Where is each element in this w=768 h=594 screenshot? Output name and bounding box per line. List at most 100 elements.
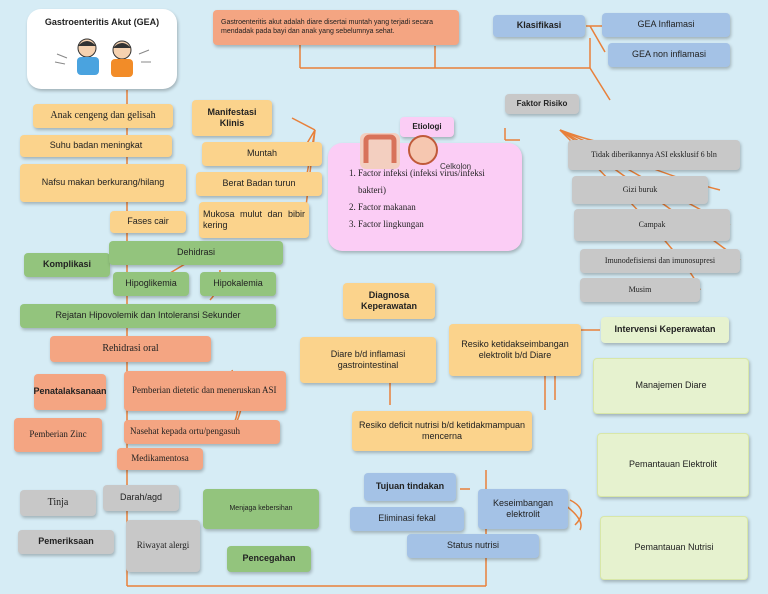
intervensi-node[interactable]: Intervensi Keperawatan <box>601 317 729 343</box>
intervensi-item-label: Pemantauan Elektrolit <box>628 459 718 470</box>
manifestasi-item-label: Nafsu makan berkurang/hilang <box>41 177 165 188</box>
diagnosa-node[interactable]: Diagnosa Keperawatan <box>343 283 435 319</box>
klasifikasi-item[interactable]: GEA non inflamasi <box>608 43 730 67</box>
manifestasi-label: Manifestasi Klinis <box>207 106 257 128</box>
intervensi-item-label: Pemantauan Nutrisi <box>634 542 714 553</box>
klasifikasi-node[interactable]: Klasifikasi <box>493 15 585 37</box>
faktor-risiko-label: Faktor Risiko <box>516 99 568 108</box>
penatalaksanaan-item[interactable]: Rehidrasi oral <box>50 336 211 362</box>
tujuan-node[interactable]: Tujuan tindakan <box>364 473 456 501</box>
manifestasi-item[interactable]: Fases cair <box>110 211 186 233</box>
definition-box: Gastroenteritis akut adalah diare disert… <box>213 10 459 45</box>
manifestasi-item-label: Fases cair <box>127 216 169 227</box>
faktor-risiko-item[interactable]: Tidak diberikannya ASI eksklusif 6 bln <box>568 140 740 170</box>
pemeriksaan-item[interactable]: Darah/agd <box>103 485 179 511</box>
tujuan-item[interactable]: Keseimbangan elektrolit <box>478 489 568 529</box>
manifestasi-item[interactable]: Muntah <box>202 142 322 166</box>
pemeriksaan-item-label: Darah/agd <box>119 492 163 503</box>
manifestasi-item-label: Suhu badan meningkat <box>49 140 143 151</box>
etiologi-item: Factor infeksi (infeksi virus/infeksi ba… <box>358 165 512 199</box>
pencegahan-item[interactable]: Menjaga kebersihan <box>203 489 319 529</box>
faktor-risiko-item-label: Tidak diberikannya ASI eksklusif 6 bln <box>591 150 717 159</box>
penatalaksanaan-node[interactable]: Penatalaksanaan <box>33 374 107 410</box>
manifestasi-item[interactable]: Berat Badan turun <box>196 172 322 196</box>
faktor-risiko-node[interactable]: Faktor Risiko <box>505 94 579 114</box>
intervensi-item-label: Manajemen Diare <box>635 380 707 391</box>
diagnosa-item[interactable]: Resiko deficit nutrisi b/d ketidakmampua… <box>352 411 532 451</box>
faktor-risiko-item-label: Campak <box>638 220 666 229</box>
etiologi-label-box[interactable]: Etiologi <box>400 117 454 137</box>
tujuan-label: Tujuan tindakan <box>375 481 445 492</box>
cell-image <box>408 135 438 165</box>
penatalaksanaan-item[interactable]: Pemberian Zinc <box>14 418 102 452</box>
pencegahan-label: Pencegahan <box>242 553 296 564</box>
penatalaksanaan-item[interactable]: Pemberian dietetic dan meneruskan ASI <box>124 371 286 411</box>
manifestasi-node[interactable]: Manifestasi Klinis <box>192 100 272 136</box>
pemeriksaan-item[interactable]: Tinja <box>20 490 96 516</box>
faktor-risiko-item[interactable]: Gizi buruk <box>572 176 708 204</box>
etiologi-item: Factor makanan <box>358 199 512 216</box>
manifestasi-item[interactable]: Anak cengeng dan gelisah <box>33 104 173 128</box>
diagnosa-item[interactable]: Diare b/d inflamasi gastrointestinal <box>300 337 436 383</box>
manifestasi-item-label: Muntah <box>246 148 278 159</box>
tujuan-item[interactable]: Eliminasi fekal <box>350 507 464 531</box>
tujuan-item-label: Status nutrisi <box>446 540 500 551</box>
colon-image <box>360 133 400 169</box>
title-box: Gastroenteritis Akut (GEA) <box>27 9 177 89</box>
komplikasi-item[interactable]: Rejatan Hipovolemik dan Intoleransi Seku… <box>20 304 276 328</box>
faktor-risiko-item[interactable]: Campak <box>574 209 730 241</box>
penatalaksanaan-label: Penatalaksanaan <box>33 386 107 397</box>
pencegahan-item-label: Menjaga kebersihan <box>229 504 293 512</box>
tujuan-item-label: Keseimbangan elektrolit <box>492 497 554 519</box>
penatalaksanaan-item[interactable]: Medikamentosa <box>117 448 203 470</box>
diagnosa-item-label: Diare b/d inflamasi gastrointestinal <box>330 348 406 370</box>
intervensi-item[interactable]: Pemantauan Nutrisi <box>600 516 748 580</box>
klasifikasi-item[interactable]: GEA Inflamasi <box>602 13 730 37</box>
penatalaksanaan-item-label: Rehidrasi oral <box>102 342 159 354</box>
intervensi-item[interactable]: Pemantauan Elektrolit <box>597 433 749 497</box>
klasifikasi-label: Klasifikasi <box>516 20 562 31</box>
definition-text: Gastroenteritis akut adalah diare disert… <box>221 18 434 35</box>
faktor-risiko-item[interactable]: Imunodefisiensi dan imunosupresi <box>580 249 740 273</box>
penatalaksanaan-item-label: Nasehat kepada ortu/pengasuh <box>130 426 240 437</box>
komplikasi-item[interactable]: Hipoglikemia <box>113 272 189 296</box>
diagnosa-label: Diagnosa Keperawatan <box>360 289 418 311</box>
children-illustration <box>47 34 157 82</box>
pencegahan-node[interactable]: Pencegahan <box>227 546 311 572</box>
manifestasi-item[interactable]: Mukosa mulut dan bibir kering <box>199 202 309 238</box>
komplikasi-item[interactable]: Dehidrasi <box>109 241 283 265</box>
pemeriksaan-item[interactable]: Riwayat alergi <box>126 520 200 572</box>
faktor-risiko-item[interactable]: Musim <box>580 278 700 302</box>
intervensi-item[interactable]: Manajemen Diare <box>593 358 749 414</box>
komplikasi-node[interactable]: Komplikasi <box>24 253 110 277</box>
manifestasi-item-label: Anak cengeng dan gelisah <box>50 109 156 121</box>
etiologi-list: Factor infeksi (infeksi virus/infeksi ba… <box>358 165 512 233</box>
komplikasi-item[interactable]: Hipokalemia <box>200 272 276 296</box>
tujuan-item[interactable]: Status nutrisi <box>407 534 539 558</box>
penatalaksanaan-item-label: Pemberian dietetic dan meneruskan ASI <box>132 385 277 396</box>
penatalaksanaan-item-label: Pemberian Zinc <box>29 429 87 440</box>
penatalaksanaan-item-label: Medikamentosa <box>131 453 189 464</box>
intervensi-label: Intervensi Keperawatan <box>614 324 716 335</box>
komplikasi-item-label: Hipoglikemia <box>125 278 177 289</box>
klasifikasi-item-label: GEA Inflamasi <box>637 19 695 30</box>
faktor-risiko-item-label: Gizi buruk <box>622 185 658 194</box>
diagnosa-item-label: Resiko deficit nutrisi b/d ketidakmampua… <box>358 419 526 441</box>
faktor-risiko-item-label: Musim <box>628 285 652 294</box>
page-title: Gastroenteritis Akut (GEA) <box>44 17 160 27</box>
klasifikasi-item-label: GEA non inflamasi <box>631 49 707 60</box>
diagnosa-item[interactable]: Resiko ketidakseimbangan elektrolit b/d … <box>449 324 581 376</box>
diagnosa-item-label: Resiko ketidakseimbangan elektrolit b/d … <box>461 338 569 360</box>
manifestasi-item[interactable]: Suhu badan meningkat <box>20 135 172 157</box>
faktor-risiko-item-label: Imunodefisiensi dan imunosupresi <box>604 256 716 265</box>
pemeriksaan-node[interactable]: Pemeriksaan <box>18 530 114 554</box>
komplikasi-item-label: Rejatan Hipovolemik dan Intoleransi Seku… <box>55 310 241 321</box>
etiologi-label: Etiologi <box>412 122 442 131</box>
pemeriksaan-item-label: Riwayat alergi <box>136 540 190 551</box>
etiologi-item: Factor lingkungan <box>358 216 512 233</box>
komplikasi-label: Komplikasi <box>42 259 91 270</box>
manifestasi-item-label: Berat Badan turun <box>222 178 296 189</box>
penatalaksanaan-item[interactable]: Nasehat kepada ortu/pengasuh <box>124 420 280 444</box>
manifestasi-item-label: Mukosa mulut dan bibir kering <box>203 208 305 230</box>
manifestasi-item[interactable]: Nafsu makan berkurang/hilang <box>20 164 186 202</box>
